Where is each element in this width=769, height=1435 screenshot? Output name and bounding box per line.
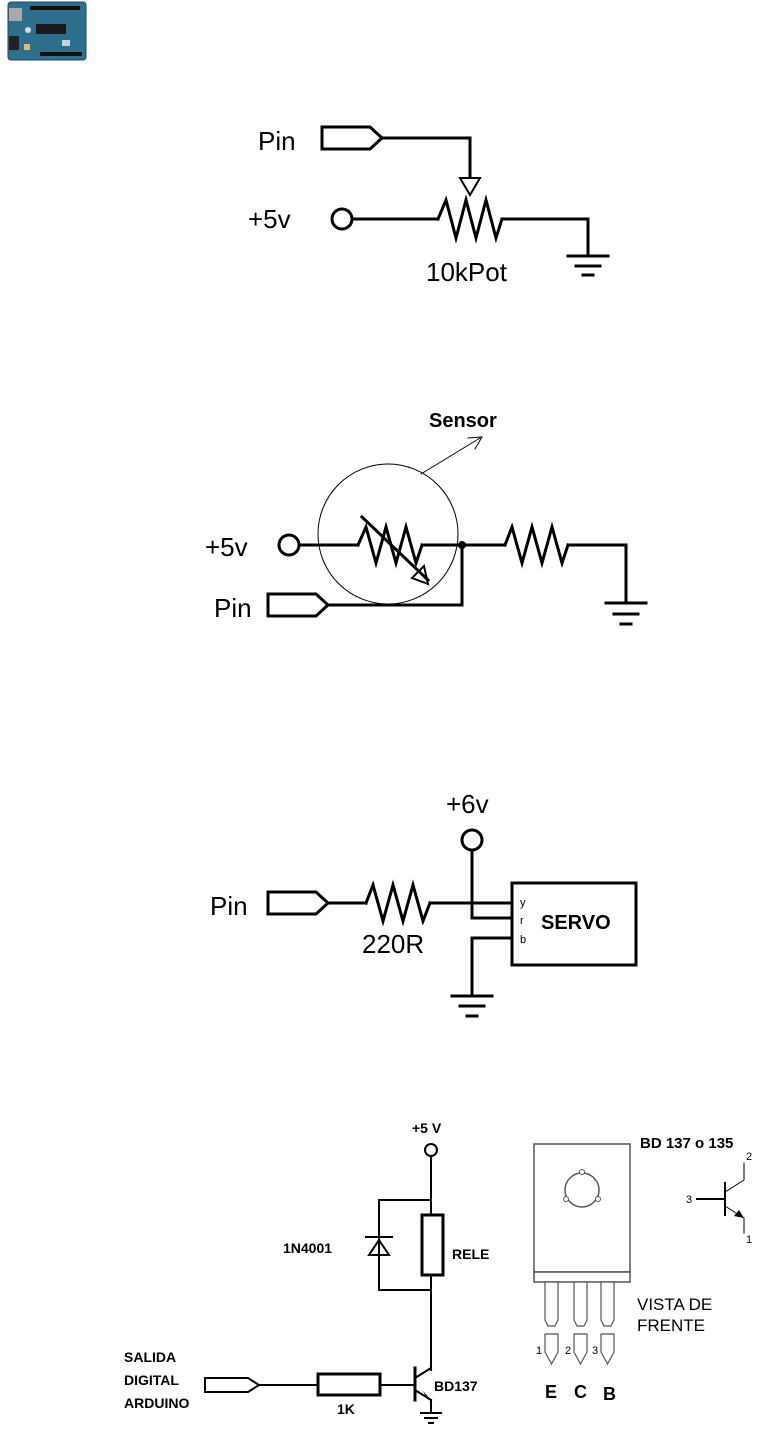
package-lead-collar [533, 1271, 631, 1283]
relay-transistor-label: BD137 [434, 1378, 478, 1394]
package-lead-e-tip [544, 1333, 559, 1366]
servo-pin-label: Pin [210, 891, 248, 921]
sensor-resistor-zigzag [503, 521, 570, 569]
package-lead-b [600, 1281, 615, 1327]
relay-coil [420, 1213, 445, 1277]
pot-wiper-wire [380, 136, 472, 178]
package-hole-notch1 [579, 1169, 585, 1175]
servo-supply-wire [470, 848, 514, 920]
circuit-sensor: Sensor +5v Pin [205, 410, 648, 626]
pot-pin-label: Pin [258, 126, 296, 156]
package-hole-notch3 [595, 1196, 601, 1202]
servo-wire-r-label: r [520, 915, 524, 927]
relay-resistor-label: 1K [337, 1401, 355, 1417]
package-pin-letter-c: C [574, 1382, 587, 1402]
circuit-relay: +5 V 1N4001 RELE BD137 SALIDA DIGITAL AR… [124, 1120, 752, 1424]
package-pin-num-3: 3 [592, 1345, 598, 1357]
circuit-servo: +6v Pin 220R SERVO y r b [210, 789, 638, 1018]
pot-supply-label: +5v [248, 204, 291, 234]
servo-label: SERVO [541, 912, 611, 934]
relay-input-line1: SALIDA [124, 1349, 176, 1365]
relay-diode-label: 1N4001 [283, 1240, 332, 1256]
sensor-pointer-line [420, 437, 481, 475]
pot-supply-terminal [330, 207, 354, 231]
pot-pin-connector [320, 125, 385, 151]
sensor-pin-wire [326, 543, 464, 607]
relay-coil-label: RELE [452, 1246, 489, 1262]
servo-supply-terminal [460, 828, 484, 852]
relay-input-line3: ARDUINO [124, 1395, 189, 1411]
pot-value-label: 10kPot [426, 257, 508, 287]
sensor-label: Sensor [429, 410, 497, 432]
servo-wire-y-label: y [520, 897, 526, 909]
package-view-line1: VISTA DE [637, 1295, 712, 1314]
sensor-supply-terminal [277, 533, 301, 557]
sensor-pin-connector [266, 592, 331, 618]
sensor-pointer-head [467, 436, 483, 450]
pot-ground-wire [500, 217, 590, 256]
package-lead-e [544, 1281, 559, 1327]
arduino-board-icon [7, 1, 87, 61]
servo-body [510, 881, 638, 967]
package-body [533, 1143, 631, 1273]
sensor-ldr-arrow-line [359, 514, 431, 583]
relay-diode-loop [378, 1199, 432, 1291]
servo-ground-wire [470, 936, 514, 996]
package-lead-b-tip [600, 1333, 615, 1366]
relay-base-resistor [316, 1372, 382, 1397]
servo-resistor-label: 220R [362, 929, 424, 959]
servo-resistor-zigzag [364, 879, 432, 927]
package-lead-c-tip [573, 1333, 588, 1366]
package-title: BD 137 o 135 [640, 1135, 733, 1152]
relay-supply-terminal [424, 1143, 438, 1157]
relay-input-line2: DIGITAL [124, 1372, 179, 1388]
symbol-pin-1: 1 [746, 1234, 752, 1246]
package-pin-num-2: 2 [565, 1345, 571, 1357]
transistor-symbol-icon [696, 1162, 745, 1234]
sensor-pin-label: Pin [214, 593, 252, 623]
circuit-potentiometer: Pin +5v 10kPot [248, 125, 610, 287]
package-hole-notch2 [563, 1196, 569, 1202]
package-pin-letter-e: E [545, 1382, 557, 1402]
package-pin-letter-b: B [603, 1384, 616, 1404]
package-view-line2: FRENTE [637, 1316, 705, 1335]
package-pin-num-1: 1 [536, 1345, 542, 1357]
relay-supply-label: +5 V [412, 1120, 442, 1136]
servo-wire-b-label: b [520, 934, 526, 946]
package-lead-c [573, 1281, 588, 1327]
symbol-pin-3: 3 [686, 1194, 692, 1206]
relay-transistor-collector [413, 1366, 433, 1380]
sensor-supply-label: +5v [205, 532, 248, 562]
sensor-ground-wire [566, 543, 628, 603]
relay-diode-triangle [367, 1238, 391, 1256]
pot-wiper-arrow [458, 177, 482, 197]
servo-pin-connector [266, 890, 331, 916]
symbol-pin-2: 2 [746, 1151, 752, 1163]
relay-input-connector [204, 1377, 261, 1393]
pot-resistor-zigzag [436, 194, 504, 244]
servo-supply-label: +6v [446, 789, 489, 819]
sensor-ldr-arrowhead [410, 564, 430, 586]
relay-transistor-arrow [423, 1391, 431, 1400]
